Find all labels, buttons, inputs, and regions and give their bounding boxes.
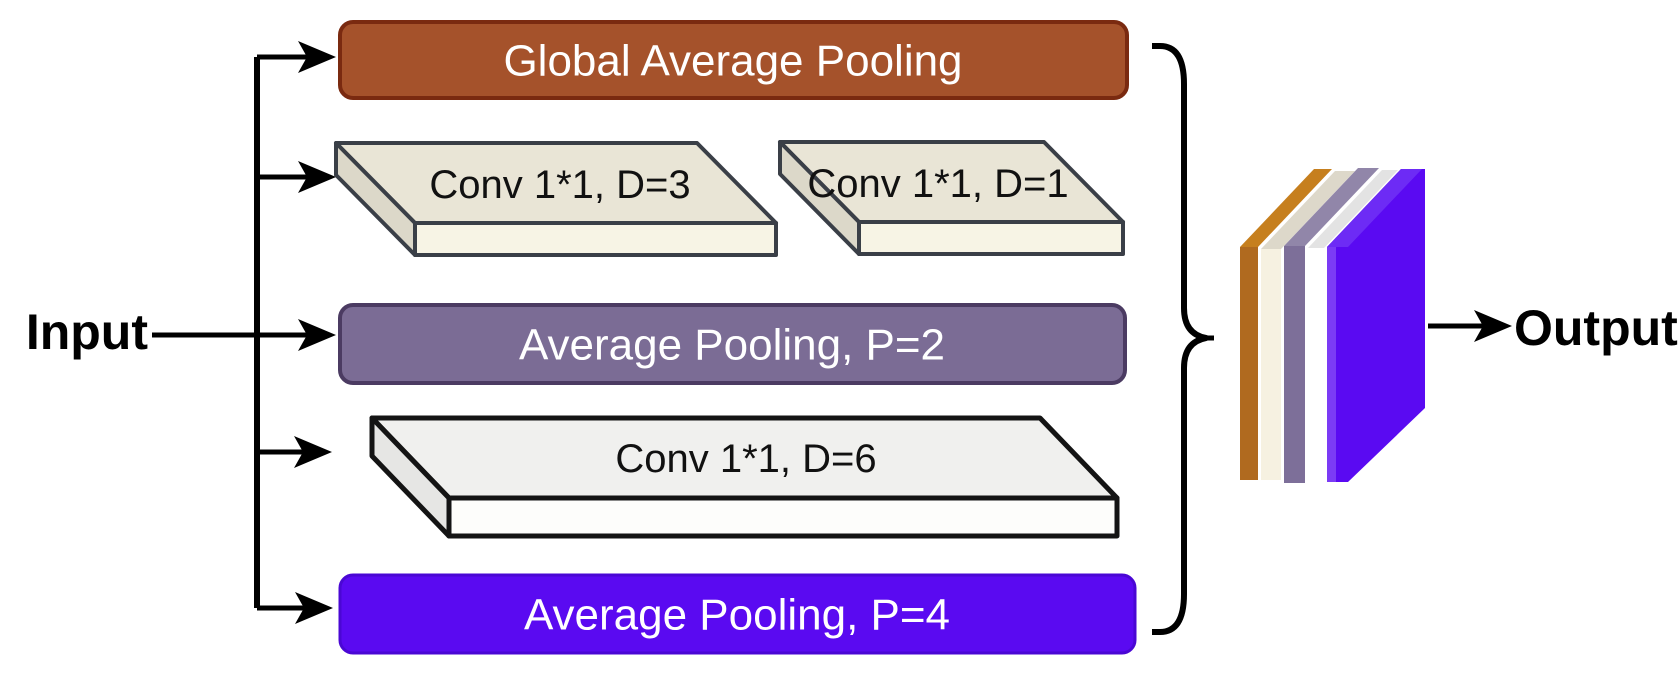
output-label: Output xyxy=(1514,300,1678,356)
output-block xyxy=(1240,168,1425,483)
block-layer-gap-top xyxy=(1240,169,1332,247)
p4-bar: Average Pooling, P=4 xyxy=(338,573,1137,655)
branch-arrowhead-conv-icon xyxy=(298,161,336,193)
p2-bar-label: Average Pooling, P=2 xyxy=(519,321,945,370)
input-connector xyxy=(152,319,336,351)
block-layer-conv-a-top xyxy=(1261,171,1355,249)
conv-d3-label: Conv 1*1, D=3 xyxy=(429,163,690,207)
p4-bar-label: Average Pooling, P=4 xyxy=(524,591,950,640)
gap-bar-label: Global Average Pooling xyxy=(503,37,962,86)
conv-d1-label: Conv 1*1, D=1 xyxy=(807,162,1068,206)
conv-d1-front-face xyxy=(857,220,1125,256)
conv-d3-slab xyxy=(334,141,778,257)
output-connector xyxy=(1428,310,1512,342)
gap-bar: Global Average Pooling xyxy=(338,20,1129,100)
block-layer-p4-body xyxy=(1327,169,1425,482)
p2-bar: Average Pooling, P=2 xyxy=(338,303,1127,385)
p2-bar-shape xyxy=(338,303,1127,385)
gap-bar-shape xyxy=(338,20,1129,100)
branch-arrowhead-p4-icon xyxy=(295,592,333,624)
block-layer-p4-highlight xyxy=(1327,247,1336,482)
conv-d6-front-face xyxy=(446,495,1120,539)
block-layer-conv-a-front xyxy=(1261,249,1281,480)
conv-d6-slab xyxy=(369,415,1120,539)
branch-arrowhead-gap-icon xyxy=(298,41,336,73)
block-layer-gap-front xyxy=(1240,247,1258,480)
input-arrowhead-icon xyxy=(298,319,336,351)
branch-arrow-conv-d6 xyxy=(257,436,332,468)
block-layer-p4-top xyxy=(1327,169,1422,247)
block-layer-conv-b-front xyxy=(1308,248,1324,480)
block-layer-p2-front xyxy=(1284,246,1305,483)
block-layer-p2-top xyxy=(1284,168,1379,246)
branch-arrow-gap xyxy=(257,41,336,73)
conv-d3-front-face xyxy=(413,221,778,257)
input-label: Input xyxy=(26,304,149,360)
conv-d1-slab xyxy=(778,140,1125,256)
branch-arrow-conv xyxy=(257,161,336,193)
merge-brace xyxy=(1152,43,1214,635)
block-layer-conv-b-top xyxy=(1308,170,1398,248)
branch-arrow-p4 xyxy=(257,592,333,624)
output-arrowhead-icon xyxy=(1474,310,1512,342)
conv-d6-label: Conv 1*1, D=6 xyxy=(615,437,876,481)
curly-brace-icon xyxy=(1152,43,1209,635)
branch-arrowhead-conv-d6-icon xyxy=(294,436,332,468)
p4-bar-shape xyxy=(338,573,1137,655)
